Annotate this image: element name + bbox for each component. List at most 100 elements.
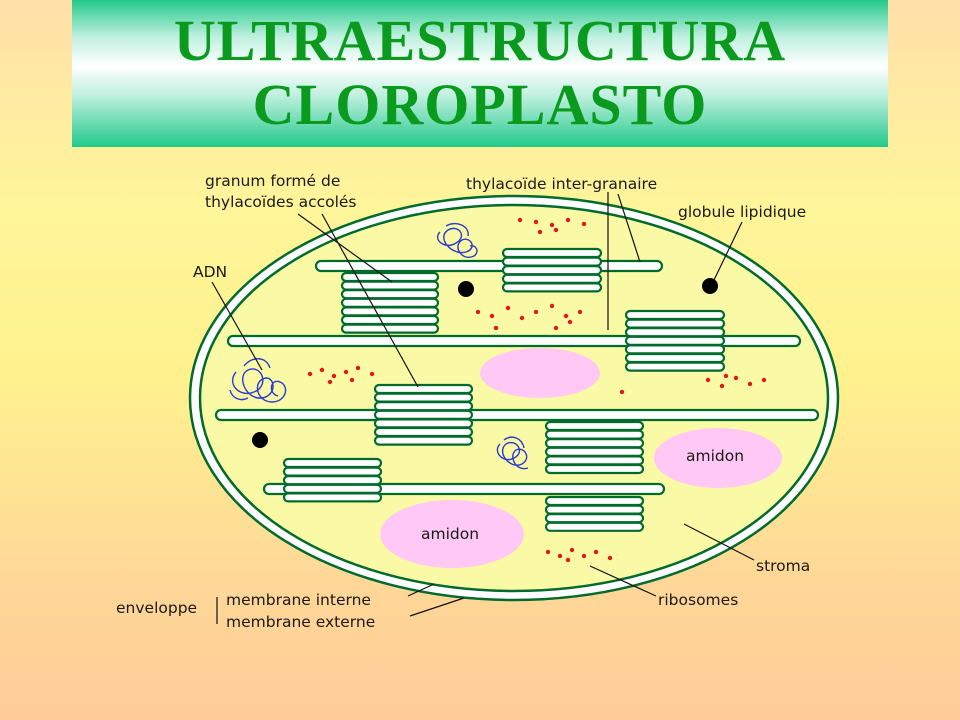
label-inner-membrane: membrane interne	[226, 591, 371, 609]
title-line-1: ULTRAESTRUCTURA	[173, 8, 787, 73]
ribosome	[619, 389, 625, 395]
thylakoid-system	[214, 247, 820, 532]
ribosome	[519, 315, 525, 321]
granum-thylakoid	[544, 521, 645, 532]
title-banner: ULTRAESTRUCTURA CLOROPLASTO	[72, 0, 888, 147]
ribosome	[567, 319, 573, 325]
ribosome	[733, 375, 739, 381]
granum-thylakoid	[501, 256, 603, 267]
granum-thylakoid	[501, 247, 603, 259]
granum-thylakoid	[373, 409, 474, 420]
label-granum-line1: granum formé de	[205, 172, 340, 190]
inter-granal-thylakoid	[214, 408, 820, 422]
ribosome	[489, 313, 495, 319]
granum-thylakoid	[282, 483, 383, 494]
granum-thylakoid	[340, 323, 440, 334]
inter-granal-thylakoid	[314, 259, 664, 273]
ribosome	[705, 377, 711, 383]
label-stroma: stroma	[756, 557, 810, 575]
ribosome	[549, 303, 555, 309]
ribosome	[517, 217, 523, 223]
leader-lines	[211, 192, 755, 624]
ribosome	[565, 217, 571, 223]
starch-grain-right	[654, 428, 782, 488]
granum-thylakoid	[544, 513, 645, 524]
ribosome	[349, 377, 355, 383]
granum-thylakoid	[544, 420, 645, 432]
label-dna: ADN	[193, 263, 227, 281]
ribosome	[565, 557, 571, 563]
granum-thylakoid	[340, 314, 440, 326]
ribosome	[569, 547, 575, 553]
granum-thylakoid	[373, 392, 474, 403]
granum-thylakoid	[544, 455, 645, 466]
granum-thylakoid	[624, 318, 726, 329]
ribosome	[369, 371, 375, 377]
granum-thylakoid	[624, 352, 726, 364]
granum-thylakoid	[544, 463, 645, 475]
label-outer-membrane: membrane externe	[226, 613, 375, 631]
granum-thylakoid	[282, 457, 383, 469]
label-envelope: enveloppe	[116, 599, 197, 617]
ribosome	[761, 377, 767, 383]
ribosome	[327, 379, 333, 385]
granum-thylakoid	[282, 475, 383, 486]
starch-grain-bottom	[380, 500, 524, 568]
granum-thylakoid	[282, 466, 383, 477]
ribosome	[343, 369, 349, 375]
granum-thylakoid	[373, 401, 474, 412]
granum-thylakoid	[624, 344, 726, 355]
ribosome	[553, 325, 559, 331]
ribosome	[593, 549, 599, 555]
label-starch-bottom: amidon	[421, 525, 479, 543]
granum-thylakoid	[501, 273, 603, 284]
starch-grain-center	[480, 348, 600, 398]
ribosome	[607, 555, 613, 561]
ribosome	[581, 553, 587, 559]
ribosome	[537, 229, 543, 235]
ribosome	[319, 367, 325, 373]
ribosome	[563, 313, 569, 319]
ribosome	[355, 365, 361, 371]
ribosome	[307, 371, 313, 377]
ribosome	[581, 221, 587, 227]
granum-thylakoid	[624, 309, 726, 321]
dna-coil	[229, 222, 529, 470]
ribosome	[719, 383, 725, 389]
label-starch-right: amidon	[686, 447, 744, 465]
granum-thylakoid	[501, 282, 603, 293]
granum-thylakoid	[373, 426, 474, 438]
granum-thylakoid	[544, 504, 645, 515]
ribosome	[505, 305, 511, 311]
ribosome	[723, 373, 729, 379]
lipid-globule	[702, 278, 718, 294]
granum-thylakoid	[373, 418, 474, 429]
ribosome	[577, 309, 583, 315]
lipid-globule	[252, 432, 268, 448]
label-ribosomes: ribosomes	[658, 591, 738, 609]
ribosome	[533, 219, 539, 225]
granum-thylakoid	[544, 429, 645, 440]
ribosome	[475, 309, 481, 315]
lipid-globule	[458, 281, 474, 297]
granum-thylakoid	[624, 335, 726, 346]
ribosome	[533, 309, 539, 315]
ribosome-dots	[307, 217, 767, 563]
granum-thylakoid	[624, 327, 726, 338]
granum-thylakoid	[282, 492, 383, 503]
granum-thylakoid	[624, 361, 726, 372]
label-lipid-globule: globule lipidique	[678, 203, 806, 221]
granum-thylakoid	[340, 297, 440, 308]
granum-thylakoid	[373, 383, 474, 395]
granum-thylakoid	[373, 435, 474, 446]
label-granum-line2: thylacoïdes accolés	[205, 193, 357, 211]
granum-thylakoid	[340, 280, 440, 291]
ribosome	[331, 373, 337, 379]
granum-thylakoid	[340, 306, 440, 317]
ribosome	[493, 325, 499, 331]
label-inter-granal-thylakoid: thylacoïde inter-granaire	[466, 175, 657, 193]
granum-thylakoid	[340, 289, 440, 300]
ribosome	[553, 227, 559, 233]
granum-thylakoid	[544, 438, 645, 449]
ribosome	[545, 549, 551, 555]
